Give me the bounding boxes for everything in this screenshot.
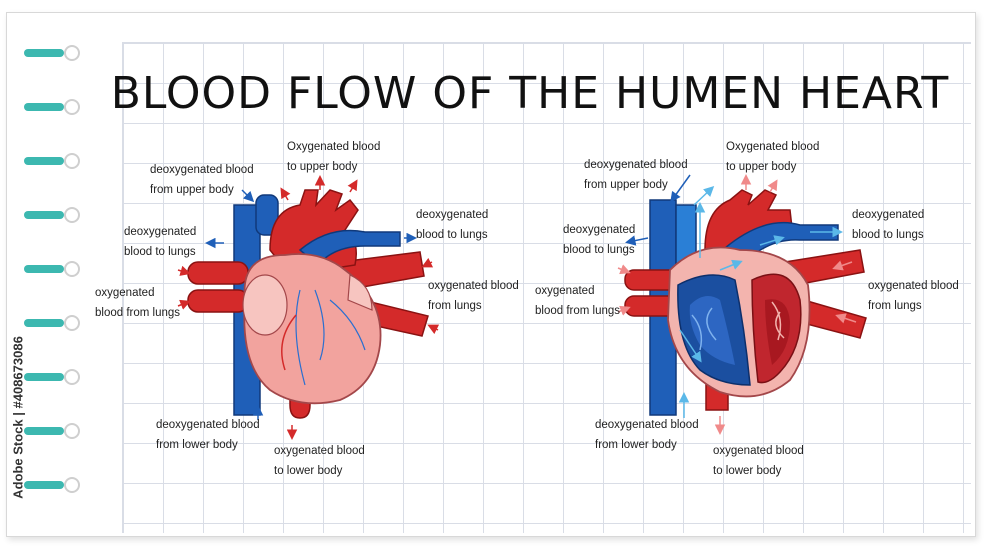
spiral-ring-icon [24, 99, 80, 115]
spiral-ring-icon [24, 423, 80, 439]
flow-arrows-right [617, 174, 857, 435]
cross-section-heart [624, 189, 867, 416]
spiral-ring-icon [24, 315, 80, 331]
spiral-ring-icon [24, 261, 80, 277]
spiral-ring-icon [24, 207, 80, 223]
spiral-ring-icon [24, 153, 80, 169]
spiral-ring-icon [24, 369, 80, 385]
page-title: BLOOD FLOW OF THE HUMEN HEART [110, 68, 950, 119]
flow-arrows-left [177, 175, 440, 440]
external-heart [187, 189, 429, 419]
spiral-ring-icon [24, 477, 80, 493]
spiral-ring-icon [24, 45, 80, 61]
